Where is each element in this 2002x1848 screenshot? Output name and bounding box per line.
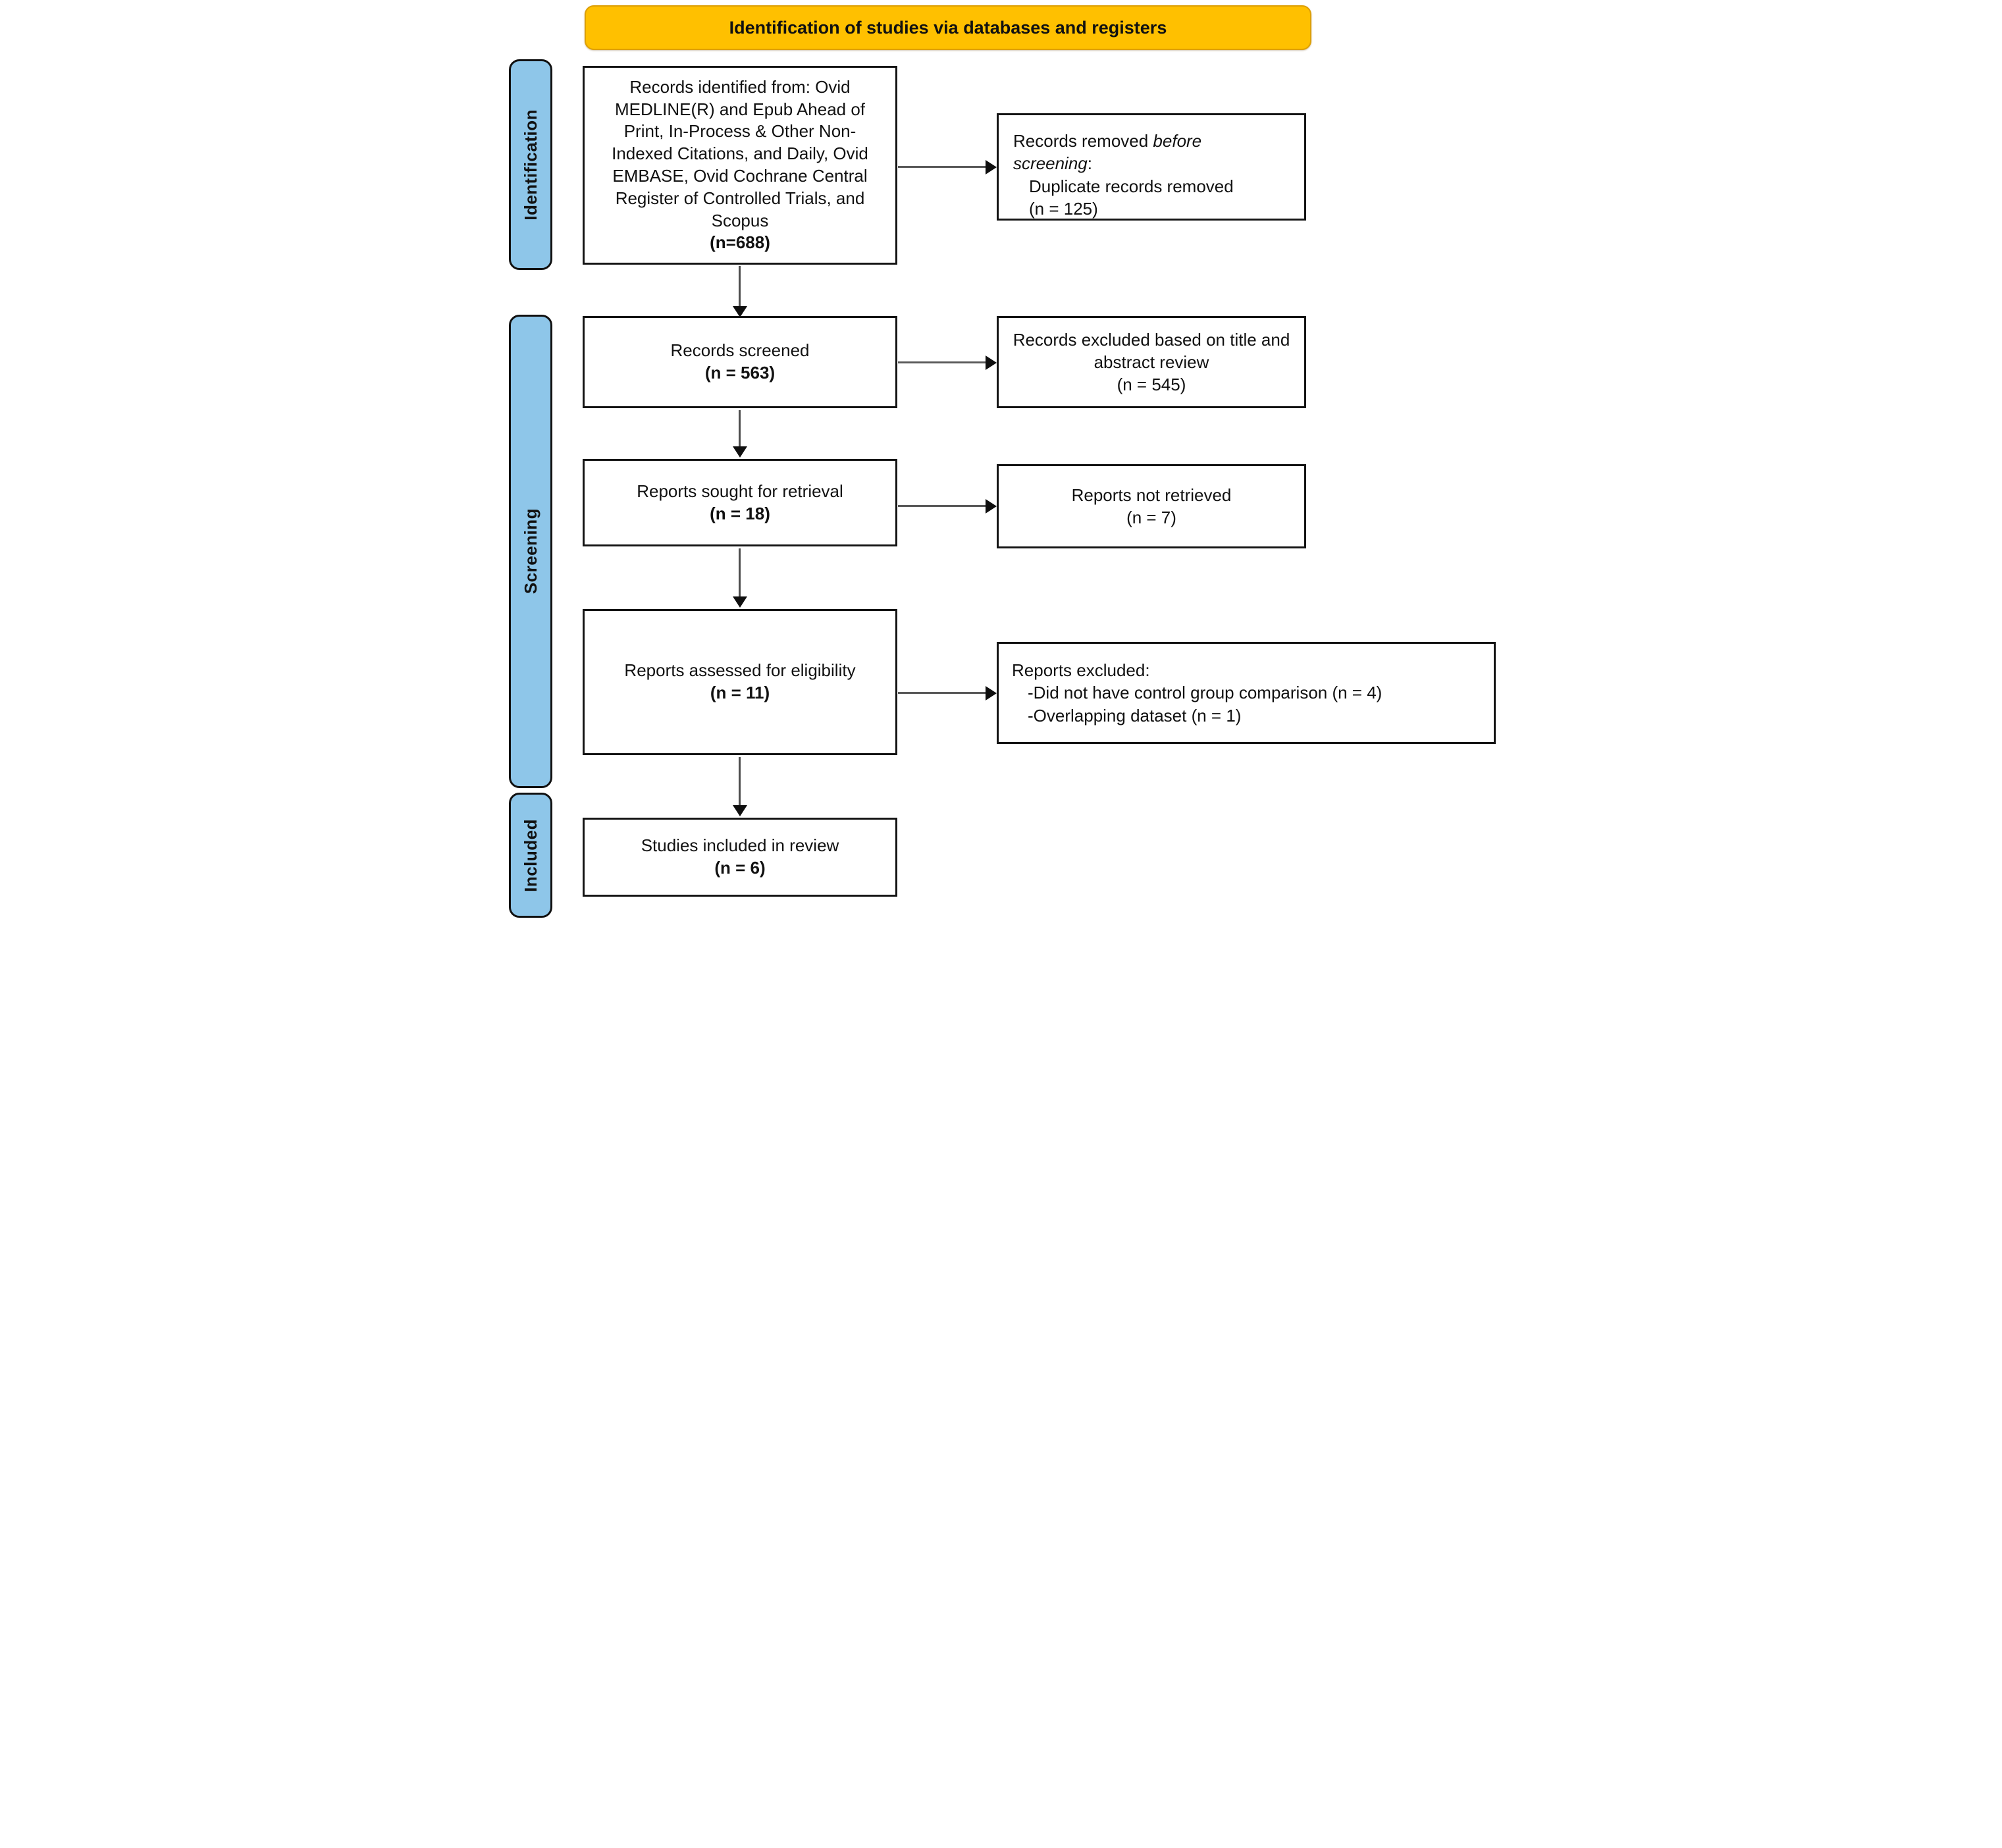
- flow-box-records-screened: Records screened (n = 563): [583, 316, 897, 408]
- right-arrow-assessed-to-reports-excluded: [898, 692, 986, 694]
- flow-box-reports-assessed: Reports assessed for eligibility (n = 11…: [583, 609, 897, 755]
- records-screened-count: (n = 563): [704, 363, 776, 383]
- flow-box-reports-sought: Reports sought for retrieval (n = 18): [583, 459, 897, 546]
- right-arrow-sought-to-not-retrieved: [898, 505, 986, 507]
- records-identified-count: (n=688): [710, 232, 770, 253]
- reports-assessed-text: Reports assessed for eligibility: [624, 660, 856, 681]
- records-identified-text: Records identified from: Ovid MEDLINE(R)…: [612, 76, 868, 230]
- records-screened-text: Records screened: [670, 340, 810, 361]
- stage-label-screening: Screening: [509, 315, 552, 788]
- records-removed-line2: screening:: [1013, 153, 1092, 174]
- side-box-reports-not-retrieved: Reports not retrieved (n = 7): [997, 464, 1306, 548]
- studies-included-text: Studies included in review: [641, 835, 839, 856]
- stage-label-identification: Identification: [509, 59, 552, 270]
- right-arrow-screened-to-excluded: [898, 361, 986, 363]
- flow-box-studies-included: Studies included in review (n = 6): [583, 818, 897, 897]
- down-arrow-sought-to-assessed: [739, 548, 741, 597]
- reports-not-retrieved-count: (n = 7): [1126, 508, 1176, 527]
- stage-label-included-text: Included: [520, 818, 540, 892]
- duplicate-records-removed-text: Duplicate records removed: [1029, 176, 1234, 196]
- records-excluded-text: Records excluded based on title and abst…: [1013, 329, 1290, 372]
- side-box-records-excluded-title-abstract: Records excluded based on title and abst…: [997, 316, 1306, 408]
- studies-included-count: (n = 6): [714, 858, 766, 878]
- reports-excluded-title: Reports excluded:: [1012, 660, 1150, 681]
- stage-label-screening-text: Screening: [520, 508, 540, 594]
- records-excluded-count: (n = 545): [1117, 375, 1186, 395]
- stage-label-included: Included: [509, 793, 552, 918]
- flow-box-records-identified: Records identified from: Ovid MEDLINE(R)…: [583, 66, 897, 265]
- prisma-flow-diagram: Identification of studies via databases …: [500, 0, 1502, 924]
- stage-label-identification-text: Identification: [520, 109, 540, 221]
- banner-title: Identification of studies via databases …: [585, 5, 1311, 50]
- duplicate-records-removed-count: (n = 125): [1029, 198, 1098, 219]
- right-arrow-identified-to-removed: [898, 166, 986, 168]
- down-arrow-identified-to-screened: [739, 266, 741, 307]
- reports-not-retrieved-text: Reports not retrieved: [1071, 485, 1232, 505]
- reports-assessed-count: (n = 11): [710, 683, 770, 702]
- side-box-reports-excluded: Reports excluded: -Did not have control …: [997, 642, 1496, 744]
- reports-excluded-reason-2: -Overlapping dataset (n = 1): [1028, 705, 1242, 726]
- down-arrow-screened-to-sought: [739, 410, 741, 447]
- records-removed-line1: Records removed before: [1013, 131, 1202, 151]
- reports-excluded-reason-1: -Did not have control group comparison (…: [1028, 683, 1383, 703]
- reports-sought-text: Reports sought for retrieval: [637, 481, 843, 501]
- side-box-records-removed-before-screening: Records removed before screening: Duplic…: [997, 113, 1306, 221]
- down-arrow-assessed-to-included: [739, 757, 741, 806]
- reports-sought-count: (n = 18): [710, 503, 770, 523]
